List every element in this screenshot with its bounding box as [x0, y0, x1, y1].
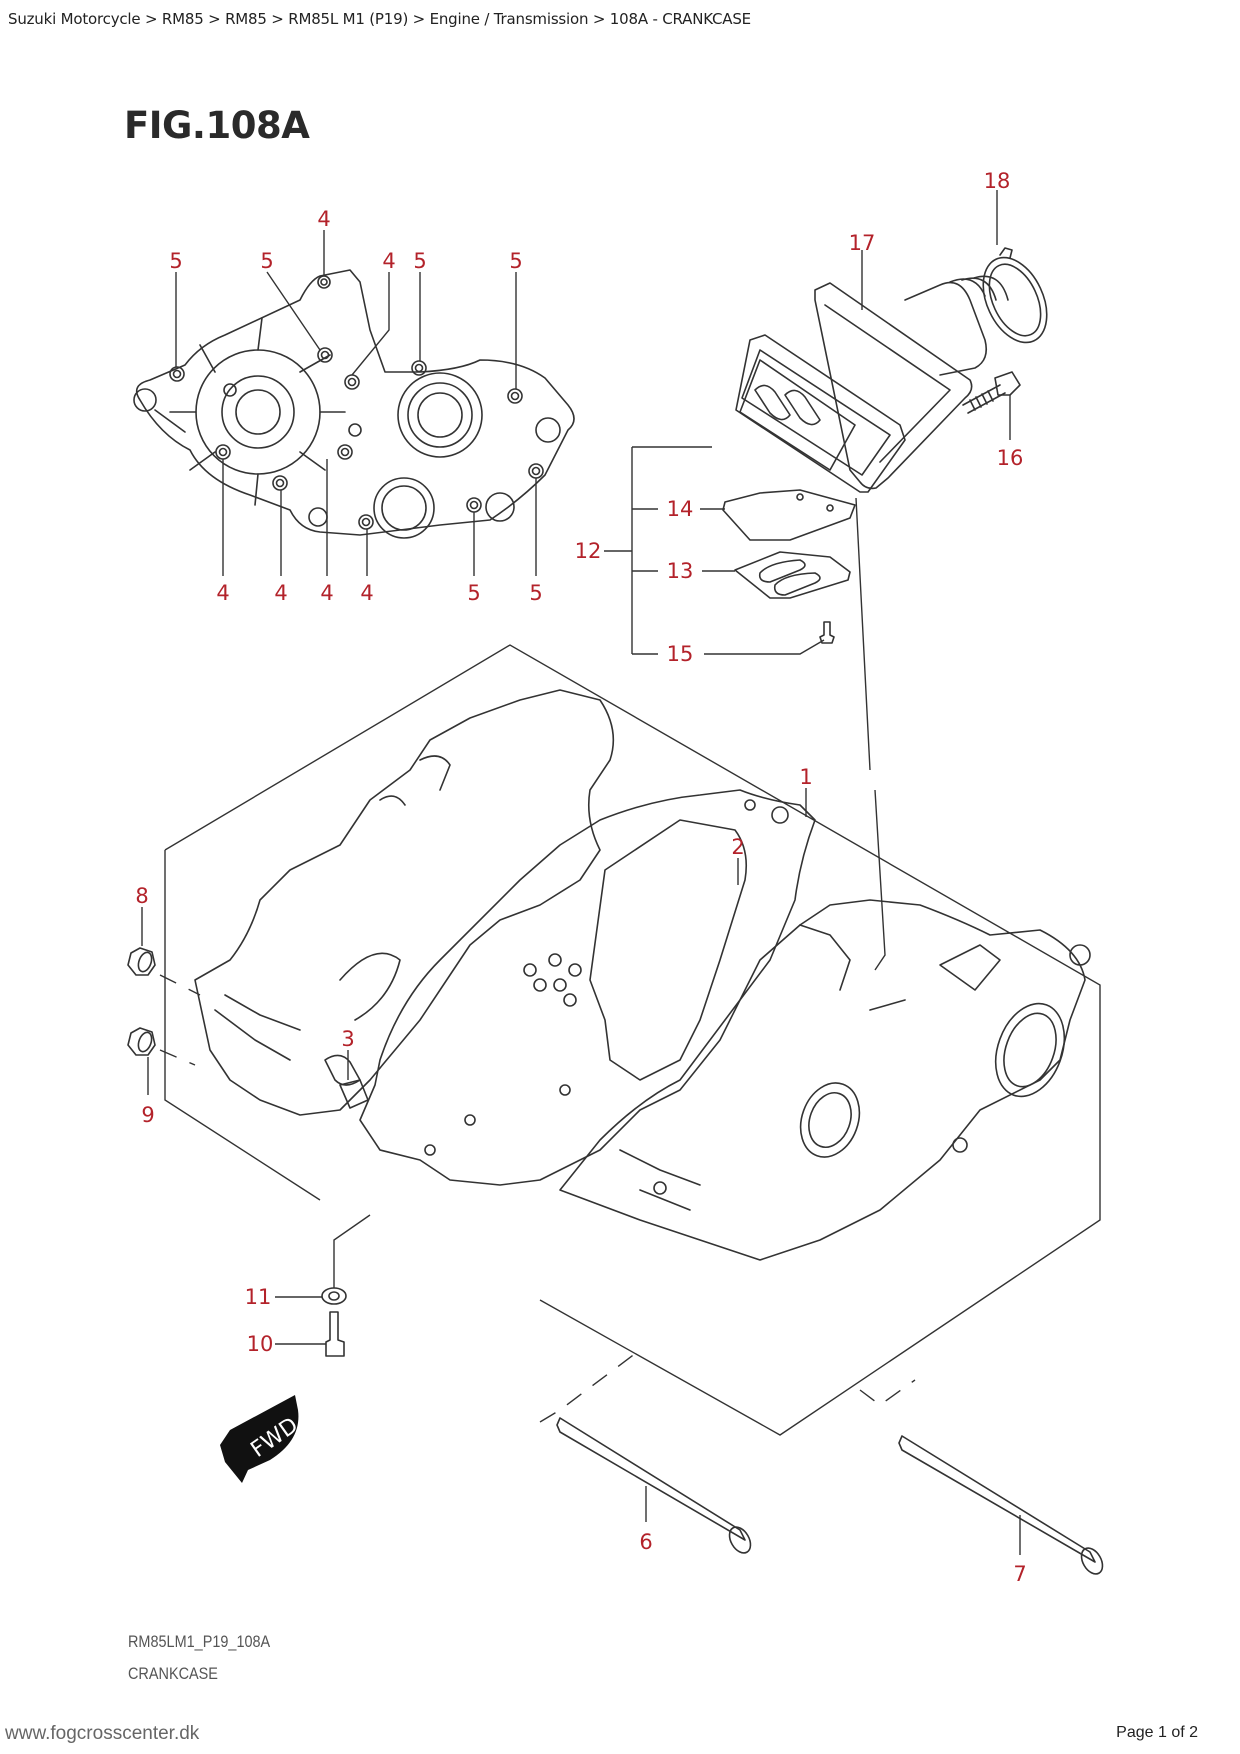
callout-part-14[interactable]: 14 [667, 497, 694, 521]
callout-part-16[interactable]: 16 [997, 446, 1024, 470]
callout-part-11[interactable]: 11 [245, 1285, 272, 1309]
crankcase-drawing [127, 644, 1104, 1575]
callout-part-10[interactable]: 10 [247, 1332, 274, 1356]
callout-part-18[interactable]: 18 [984, 169, 1011, 193]
callout-part-9[interactable]: 9 [141, 1103, 154, 1127]
callout-part-4[interactable]: 4 [274, 581, 287, 605]
callout-part-4[interactable]: 4 [216, 581, 229, 605]
figure-title: FIG.108A [124, 104, 310, 147]
page-indicator: Page 1 of 2 [1116, 1724, 1198, 1741]
callout-part-5[interactable]: 5 [509, 249, 522, 273]
callout-part-17[interactable]: 17 [849, 231, 876, 255]
callout-part-1[interactable]: 1 [799, 765, 812, 789]
breadcrumb: Suzuki Motorcycle > RM85 > RM85 > RM85L … [8, 10, 751, 28]
callout-part-5[interactable]: 5 [413, 249, 426, 273]
callout-part-4[interactable]: 4 [317, 207, 330, 231]
callout-part-13[interactable]: 13 [667, 559, 694, 583]
crankcase-cover-drawing [133, 230, 575, 576]
website-link[interactable]: www.fogcrosscenter.dk [5, 1723, 200, 1744]
callout-part-4[interactable]: 4 [382, 249, 395, 273]
callout-part-7[interactable]: 7 [1013, 1562, 1026, 1586]
callout-part-12[interactable]: 12 [575, 539, 602, 563]
callout-part-5[interactable]: 5 [260, 249, 273, 273]
callout-part-4[interactable]: 4 [320, 581, 333, 605]
figure-name: CRANKCASE [128, 1664, 218, 1683]
callout-part-6[interactable]: 6 [639, 1530, 652, 1554]
callout-part-3[interactable]: 3 [341, 1027, 354, 1051]
reed-valve-intake-drawing [604, 190, 1048, 971]
callout-part-2[interactable]: 2 [731, 835, 744, 859]
callout-part-5[interactable]: 5 [169, 249, 182, 273]
callout-part-15[interactable]: 15 [667, 642, 694, 666]
fwd-arrow-icon: FWD [220, 1395, 303, 1483]
callout-part-5[interactable]: 5 [529, 581, 542, 605]
callout-part-4[interactable]: 4 [360, 581, 373, 605]
callout-part-8[interactable]: 8 [135, 884, 148, 908]
figure-code: RM85LM1_P19_108A [128, 1632, 271, 1651]
callout-part-5[interactable]: 5 [467, 581, 480, 605]
